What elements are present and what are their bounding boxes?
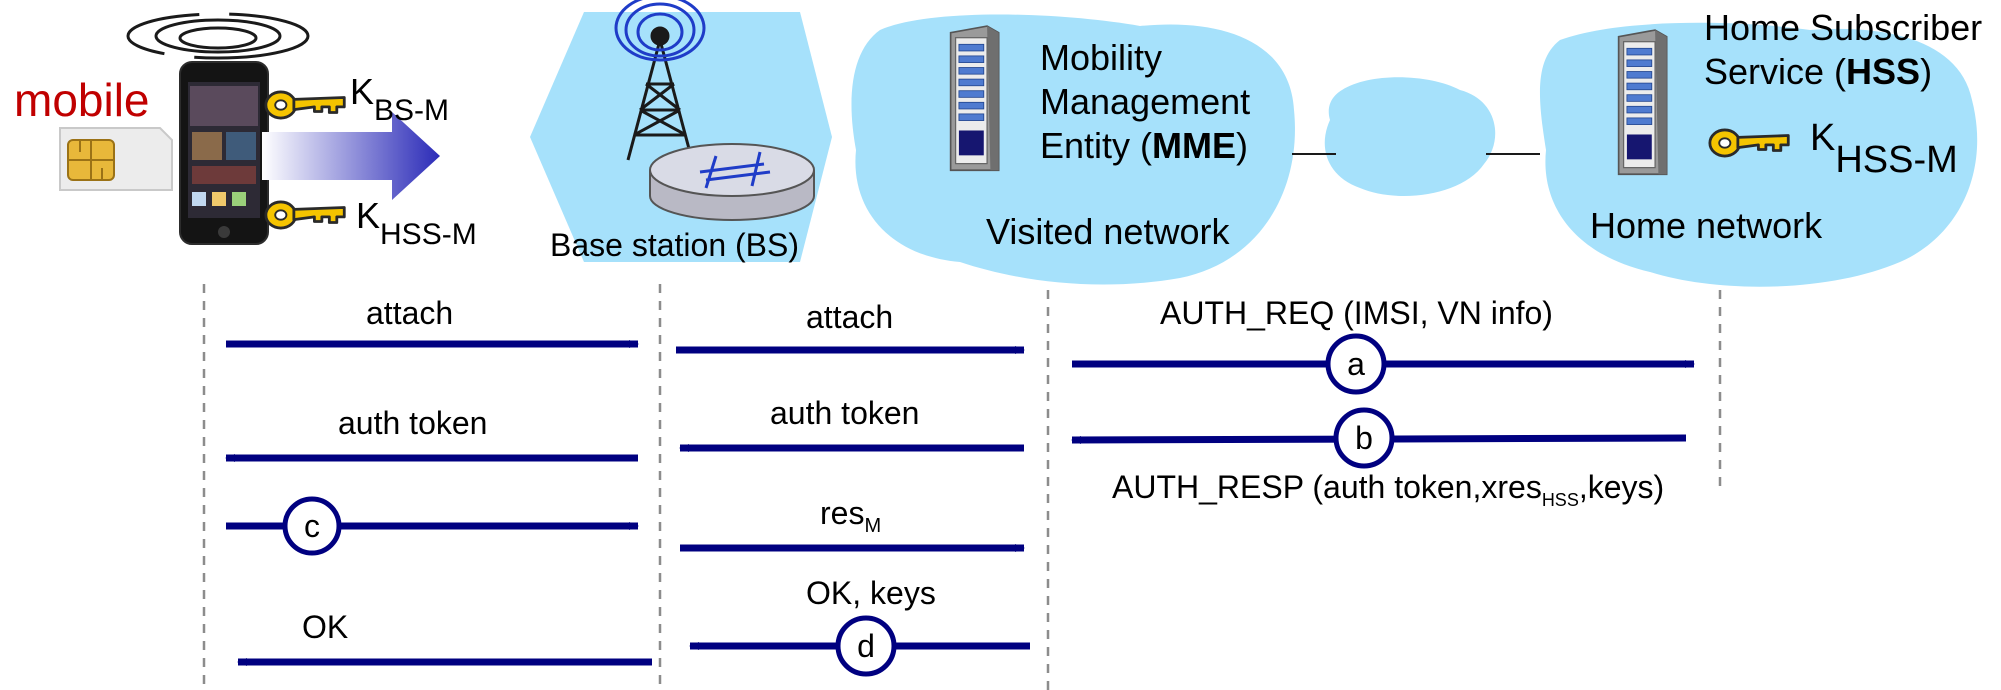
msg-ok-label: OK xyxy=(302,609,348,645)
signal-waves-icon xyxy=(126,12,310,60)
smartphone-icon xyxy=(179,61,269,245)
svg-text:d: d xyxy=(857,628,875,664)
fat-arrow-icon xyxy=(262,112,440,200)
step-d-marker: d xyxy=(835,615,897,677)
hss-line2: Service (HSS) xyxy=(1704,51,1932,92)
svg-text:b: b xyxy=(1355,420,1373,456)
bs-res-label: resM xyxy=(820,495,881,537)
key-bs-m-label: KBS-M xyxy=(350,71,449,127)
bs-auth-token-label: auth token xyxy=(770,395,919,431)
router-icon xyxy=(649,143,815,221)
mme-line1: Mobility xyxy=(1040,37,1162,78)
auth-resp-label: AUTH_RESP (auth token,xresHSS,keys) xyxy=(1112,469,1664,510)
mme-line2: Management xyxy=(1040,81,1250,122)
key-hss-m-icon xyxy=(264,200,346,230)
visited-network-label: Visited network xyxy=(986,211,1230,252)
transit-network-cloud xyxy=(1324,77,1496,196)
auth-req-label: AUTH_REQ (IMSI, VN info) xyxy=(1160,295,1553,331)
home-network-label: Home network xyxy=(1590,205,1823,246)
mobile-label: mobile xyxy=(14,74,150,126)
key-bs-m-icon xyxy=(264,90,346,120)
step-a-marker: a xyxy=(1325,333,1387,395)
sim-card-icon xyxy=(59,127,173,191)
base-station-label: Base station (BS) xyxy=(550,227,799,263)
mme-line3: Entity (MME) xyxy=(1040,125,1248,166)
hss-line1: Home Subscriber xyxy=(1704,7,1982,48)
antenna-tower-icon xyxy=(614,0,706,161)
msg-attach-label: attach xyxy=(366,295,453,331)
key-hss-label: KHSS-M xyxy=(1810,117,1958,181)
svg-text:a: a xyxy=(1347,346,1365,382)
key-hss-m-label: KHSS-M xyxy=(356,195,477,251)
bs-ok-keys-label: OK, keys xyxy=(806,575,936,611)
step-b-marker: b xyxy=(1333,407,1395,469)
mme-server-icon xyxy=(949,25,1000,172)
svg-text:c: c xyxy=(304,508,320,544)
step-c-marker: c xyxy=(282,496,342,556)
bs-attach-label: attach xyxy=(806,299,893,335)
msg-auth-token-label: auth token xyxy=(338,405,487,441)
hss-server-icon xyxy=(1617,29,1668,176)
